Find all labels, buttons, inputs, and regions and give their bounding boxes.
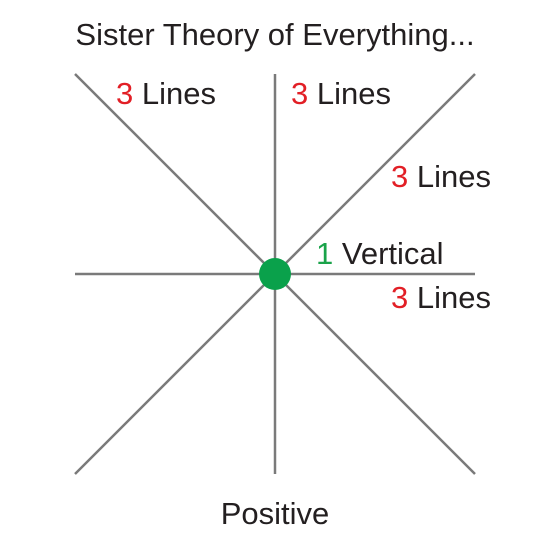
label-top-left: 3 Lines (116, 76, 216, 112)
label-count: 3 (116, 76, 134, 111)
label-text: Vertical (341, 236, 444, 271)
label-lower-right: 3 Lines (391, 280, 491, 316)
center-dot (259, 258, 291, 290)
label-top-center: 3 Lines (291, 76, 391, 112)
label-text: Lines (316, 76, 391, 111)
diagram-title: Sister Theory of Everything... (75, 17, 475, 52)
label-count: 3 (391, 159, 409, 194)
label-upper-right: 3 Lines (391, 159, 491, 195)
label-text: Lines (416, 159, 491, 194)
label-text: Lines (141, 76, 216, 111)
label-text: Lines (416, 280, 491, 315)
label-count: 3 (391, 280, 409, 315)
label-mid-right: 1 Vertical (316, 236, 444, 272)
label-count: 1 (316, 236, 334, 271)
diagram-footer: Positive (220, 496, 330, 531)
label-count: 3 (291, 76, 309, 111)
